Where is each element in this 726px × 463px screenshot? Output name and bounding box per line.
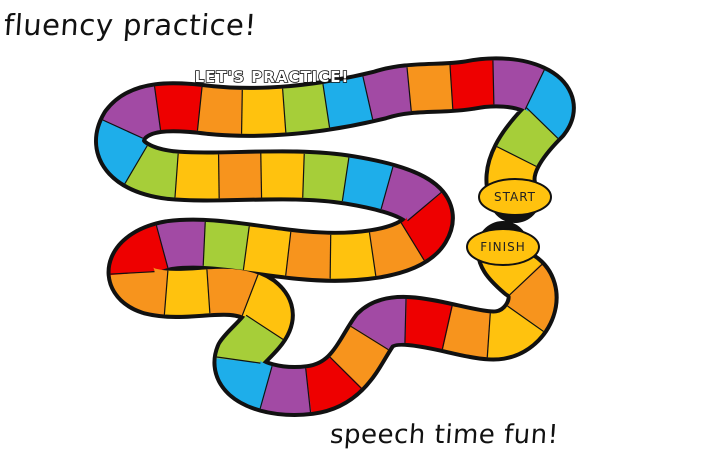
space-divider xyxy=(245,314,284,340)
space-divider xyxy=(329,356,362,389)
space-divider xyxy=(285,231,292,276)
space-divider xyxy=(524,69,545,110)
space-divider xyxy=(350,325,389,351)
space-divider xyxy=(509,264,543,296)
space-divider xyxy=(196,86,203,131)
space-divider xyxy=(525,107,559,139)
space-divider xyxy=(259,365,273,409)
path-space-purple[interactable] xyxy=(98,60,572,413)
space-divider xyxy=(155,225,169,269)
finish-label: FINISH xyxy=(480,240,526,254)
space-divider xyxy=(124,145,148,184)
space-divider xyxy=(302,153,305,198)
space-divider xyxy=(260,153,263,198)
space-divider xyxy=(242,226,250,271)
space-divider xyxy=(404,298,407,343)
space-divider xyxy=(206,269,211,314)
space-divider xyxy=(329,234,332,279)
space-divider xyxy=(449,65,454,110)
path-space-purple[interactable] xyxy=(98,60,572,413)
space-divider xyxy=(153,86,162,131)
path-spaces xyxy=(98,60,572,413)
space-divider xyxy=(217,154,220,199)
space-divider xyxy=(110,271,155,275)
space-divider xyxy=(486,313,491,358)
space-divider xyxy=(202,221,206,266)
start-disc[interactable]: START xyxy=(478,178,552,216)
space-divider xyxy=(163,270,169,315)
space-divider xyxy=(368,232,377,277)
space-divider xyxy=(400,222,425,261)
space-divider xyxy=(406,67,412,112)
space-divider xyxy=(241,274,259,316)
space-divider xyxy=(281,88,287,133)
space-divider xyxy=(507,305,544,332)
space-divider xyxy=(174,153,179,198)
finish-disc[interactable]: FINISH xyxy=(466,228,540,266)
path-space-orange[interactable] xyxy=(98,60,572,413)
space-divider xyxy=(341,157,350,202)
banner-lets-practice: LET'S PRACTICE! xyxy=(195,68,350,86)
space-divider xyxy=(240,89,243,134)
space-divider xyxy=(407,192,442,222)
space-divider xyxy=(492,60,495,105)
space-divider xyxy=(496,146,537,167)
space-divider xyxy=(216,356,261,364)
space-divider xyxy=(322,83,331,128)
footer-text: speech time fun! xyxy=(328,420,560,450)
start-label: START xyxy=(494,190,536,204)
space-divider xyxy=(305,368,312,413)
space-divider xyxy=(380,166,394,210)
space-divider xyxy=(102,119,144,139)
space-divider xyxy=(362,76,374,120)
space-divider xyxy=(441,305,453,350)
